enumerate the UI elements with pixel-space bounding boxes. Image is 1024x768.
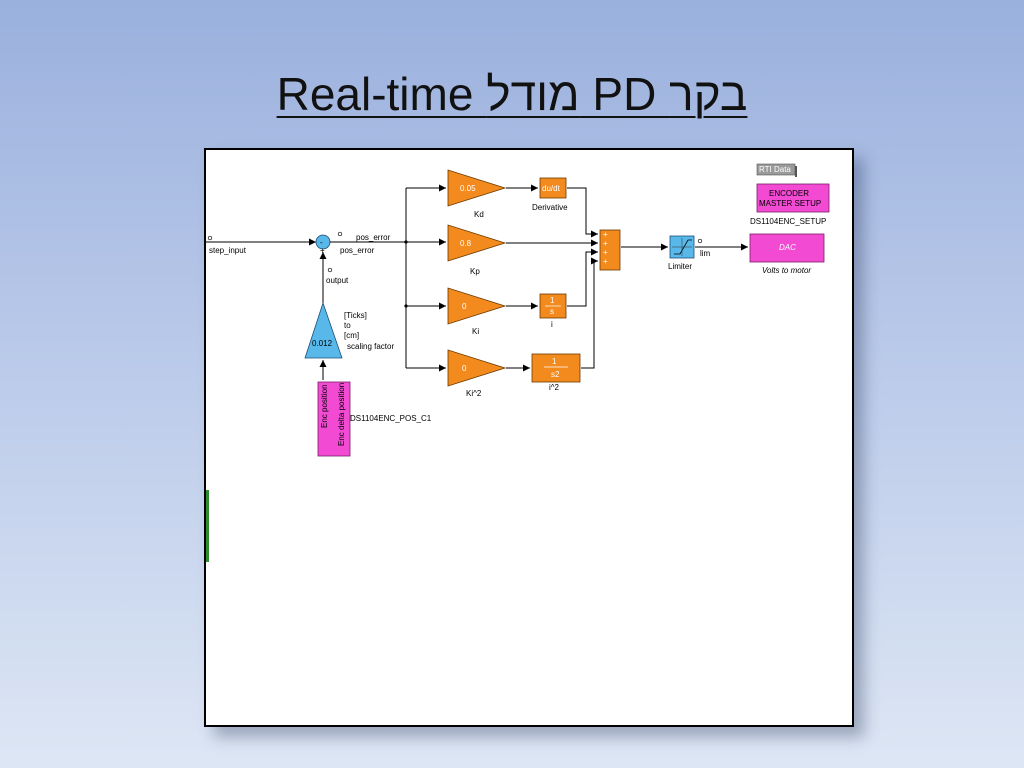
dac-value: DAC xyxy=(779,243,796,252)
sum-port-plus: + xyxy=(603,230,608,239)
scaling-ticks: [Ticks] xyxy=(344,311,367,320)
test-point-icon xyxy=(327,267,333,273)
ki2-label: Ki^2 xyxy=(466,389,482,398)
double-integrator-block[interactable]: 1 s2 xyxy=(531,353,581,383)
dac-block[interactable]: DAC xyxy=(749,233,825,263)
double-integrator-label: i^2 xyxy=(549,383,560,392)
encoder-delta-port: Enc delta position xyxy=(337,383,346,446)
derivative-label: Derivative xyxy=(532,203,568,212)
ki-value: 0 xyxy=(462,302,467,311)
lim-label: lim xyxy=(700,249,711,258)
ki2-value: 0 xyxy=(462,364,467,373)
dac-label: Volts to motor xyxy=(762,266,811,275)
test-point-icon xyxy=(207,235,213,241)
kp-gain-block[interactable]: 0.8 xyxy=(447,224,507,262)
derivative-value: du/dt xyxy=(542,184,561,193)
limiter-block[interactable] xyxy=(669,235,695,259)
kd-label: Kd xyxy=(474,210,484,219)
kp-value: 0.8 xyxy=(460,239,472,248)
double-integrator-numerator: 1 xyxy=(552,357,557,366)
ki-label: Ki xyxy=(472,327,479,336)
sum-port-plus: + xyxy=(603,248,608,257)
limiter-label: Limiter xyxy=(668,262,692,271)
pos-error-top-label: pos_error xyxy=(356,233,391,242)
kd-gain-block[interactable]: 0.05 xyxy=(447,169,507,207)
test-point-icon xyxy=(697,238,703,244)
diagram-canvas: step_input - + pos_error pos_error 0.05 … xyxy=(206,163,830,562)
integrator-label: i xyxy=(551,320,553,329)
sum-port-plus: + xyxy=(603,239,608,248)
ki-gain-block[interactable]: 0 xyxy=(447,287,507,325)
sum-minus-sign: - xyxy=(320,238,323,247)
double-integrator-denominator: s2 xyxy=(551,370,560,379)
test-point-icon xyxy=(337,231,343,237)
encoder-setup-line2: MASTER SETUP xyxy=(759,199,821,208)
integrator-numerator: 1 xyxy=(550,296,555,305)
rti-data-label: RTI Data xyxy=(759,165,791,174)
pos-error-label: pos_error xyxy=(340,246,375,255)
integrator-denominator: s xyxy=(550,307,554,316)
integrator-block[interactable]: 1 s xyxy=(539,293,567,319)
step-input-signal: step_input xyxy=(206,235,316,255)
encoder-setup-name: DS1104ENC_SETUP xyxy=(750,217,826,226)
sum-port-plus: + xyxy=(603,257,608,266)
scaling-factor: scaling factor xyxy=(347,342,394,351)
simulink-diagram: step_input - + pos_error pos_error 0.05 … xyxy=(204,148,854,727)
encoder-setup-line1: ENCODER xyxy=(769,189,809,198)
encoder-block-name: DS1104ENC_POS_C1 xyxy=(350,414,432,423)
encoder-position-block[interactable]: Enc position Enc delta position xyxy=(317,381,351,457)
rti-data-block[interactable]: RTI Data xyxy=(756,163,797,177)
slide-title: Real-time מודל PD בקר xyxy=(0,62,1024,126)
scaling-cm: [cm] xyxy=(344,331,359,340)
slide-title-text: Real-time מודל PD בקר xyxy=(276,68,748,120)
branch-dot xyxy=(404,240,408,244)
encoder-setup-block[interactable]: ENCODER MASTER SETUP xyxy=(756,183,830,213)
ki2-gain-block[interactable]: 0 xyxy=(447,349,507,387)
kd-value: 0.05 xyxy=(460,184,476,193)
sum-plus-sign: + xyxy=(320,246,325,255)
edge-block-fragment xyxy=(206,490,209,562)
derivative-block[interactable]: du/dt xyxy=(539,177,567,199)
scaling-gain-value: 0.012 xyxy=(312,339,333,348)
branch-dot xyxy=(404,304,408,308)
scaling-gain-block[interactable]: 0.012 xyxy=(304,301,343,359)
step-input-label: step_input xyxy=(209,246,247,255)
scaling-to: to xyxy=(344,321,351,330)
output-label: output xyxy=(326,276,349,285)
kp-label: Kp xyxy=(470,267,480,276)
encoder-position-port: Enc position xyxy=(320,384,329,428)
controller-sum-block[interactable]: + + + + xyxy=(599,229,621,271)
